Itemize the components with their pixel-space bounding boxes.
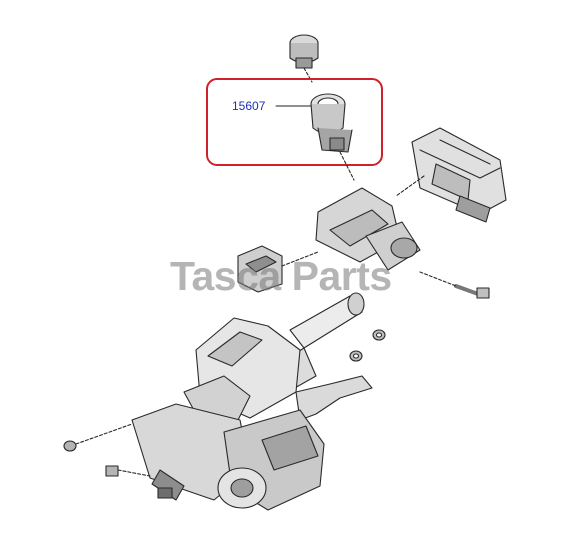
switch-block-part (237, 245, 319, 293)
ignition-switch-part (310, 93, 355, 181)
mounting-bracket-part (183, 317, 373, 421)
control-module-part (395, 127, 507, 223)
left-fastener-parts (63, 423, 151, 477)
part-number-label: 15607 (232, 99, 266, 113)
bolt-part (419, 271, 490, 299)
top-switch-part (289, 34, 319, 83)
watermark-text: Tasca Parts (170, 253, 392, 299)
nut-parts (349, 329, 386, 362)
highlight-box (206, 78, 383, 166)
motor-assembly-part (131, 403, 325, 511)
lock-housing-part (315, 187, 421, 271)
